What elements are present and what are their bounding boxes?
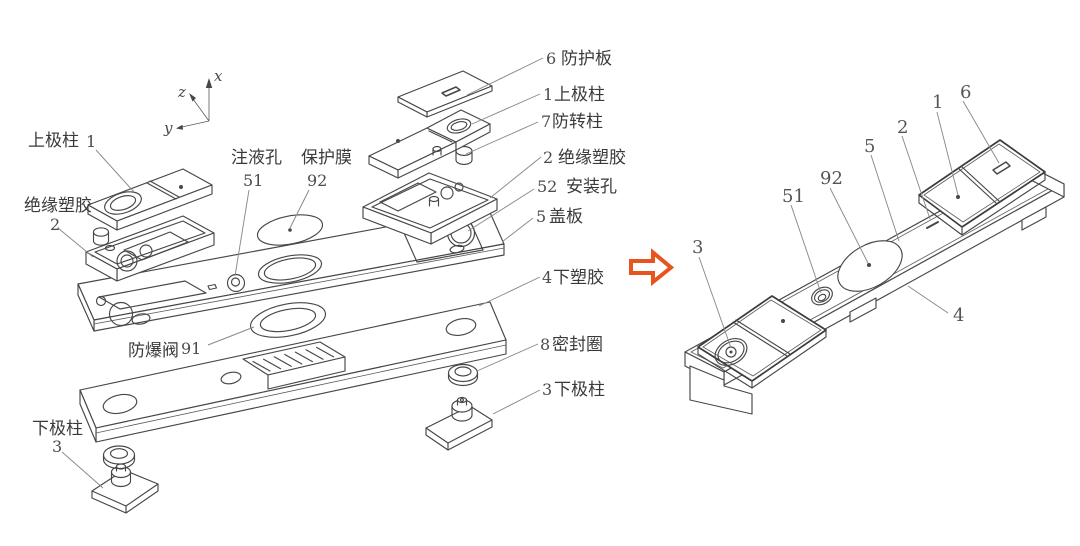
shield-plate-part — [397, 70, 493, 118]
exploded-view: x z y — [24, 49, 626, 514]
callout-burst-valve: 91 — [181, 339, 201, 358]
callout-insulating: 2 — [543, 148, 553, 167]
assembled-leader-lines — [698, 100, 1000, 349]
callout-cover-plate: 5 — [536, 207, 546, 226]
callout-protective-film: 92 — [307, 171, 327, 190]
cover-plate-part — [77, 207, 505, 332]
seal-ring-left-part — [102, 445, 136, 470]
label-anti-rotation: 防转柱 — [552, 112, 603, 132]
lower-pole-left-part — [91, 463, 159, 514]
callout-upper-pole: 1 — [543, 85, 553, 104]
label-lower-pole: 下极柱 — [554, 380, 605, 400]
callout-fill-hole: 51 — [243, 171, 263, 190]
label-shield-plate: 防护板 — [561, 49, 612, 69]
callout-mounting-hole: 52 — [537, 177, 557, 196]
transform-arrow-icon — [629, 248, 675, 287]
lower-plastic-part — [79, 301, 507, 443]
label-upper-pole: 上极柱 — [554, 85, 605, 105]
upper-pole-left-part — [87, 168, 213, 231]
label-insulating: 绝缘塑胶 — [558, 148, 626, 168]
label-seal-ring: 密封圈 — [552, 335, 603, 355]
label-cover-plate: 盖板 — [549, 207, 583, 227]
callout-assembled-1: 1 — [932, 92, 943, 113]
label-burst-valve: 防爆阀 — [128, 341, 179, 361]
callout-upper-pole-left: 1 — [86, 132, 96, 151]
callout-lower-pole-left: 3 — [52, 437, 62, 456]
callout-assembled-2: 2 — [897, 117, 908, 138]
callout-assembled-6: 6 — [960, 82, 971, 103]
callout-assembled-5: 5 — [864, 136, 875, 157]
axis-y-label: y — [163, 119, 173, 137]
callout-seal-ring: 8 — [540, 335, 550, 354]
burst-valve-part — [249, 302, 327, 338]
callout-assembled-51: 51 — [782, 186, 805, 207]
vent-grille — [242, 341, 346, 390]
axis-x-label: x — [214, 67, 223, 85]
assembled-view: 3 51 92 5 2 1 6 4 — [684, 82, 1065, 415]
seal-ring-right-part — [447, 363, 479, 387]
label-lower-pole-left: 下极柱 — [32, 419, 83, 439]
axis-z-label: z — [177, 83, 186, 101]
callout-lower-pole: 3 — [542, 380, 552, 399]
label-mounting-hole: 安装孔 — [566, 177, 617, 197]
label-protective-film: 保护膜 — [301, 148, 352, 168]
insulating-plastic-right-part — [362, 172, 498, 245]
exploded-labels: 上极柱 1 绝缘塑胶 2 注液孔 51 保护膜 92 防爆阀 91 下极柱 3 … — [24, 49, 626, 456]
protective-film-part — [256, 214, 324, 246]
coordinate-axes: x z y — [163, 67, 223, 137]
callout-assembled-3: 3 — [692, 237, 703, 258]
insulating-plastic-left-part — [85, 215, 215, 282]
callout-assembled-92: 92 — [820, 168, 843, 189]
assembled-right-terminal — [918, 139, 1046, 236]
callout-anti-rotation: 7 — [541, 112, 551, 131]
anti-rotation-post-left-part — [92, 227, 110, 246]
label-insulating-left: 绝缘塑胶 — [24, 196, 92, 216]
assembled-film-pad — [837, 240, 903, 292]
lower-pole-right-part — [425, 396, 493, 451]
callout-insulating-left: 2 — [50, 215, 60, 234]
label-fill-hole: 注液孔 — [231, 148, 282, 168]
callout-shield-plate: 6 — [546, 49, 556, 68]
assembled-callouts: 3 51 92 5 2 1 6 4 — [692, 82, 971, 326]
upper-pole-right-part — [368, 109, 491, 179]
callout-assembled-4: 4 — [953, 305, 964, 326]
assembled-left-terminal — [697, 295, 827, 389]
label-upper-pole-left: 上极柱 — [28, 131, 79, 151]
callout-lower-plastic: 4 — [542, 268, 552, 287]
exploded-leader-lines — [57, 57, 544, 489]
assembled-fill-hole — [811, 286, 833, 306]
label-lower-plastic: 下塑胶 — [553, 268, 604, 288]
